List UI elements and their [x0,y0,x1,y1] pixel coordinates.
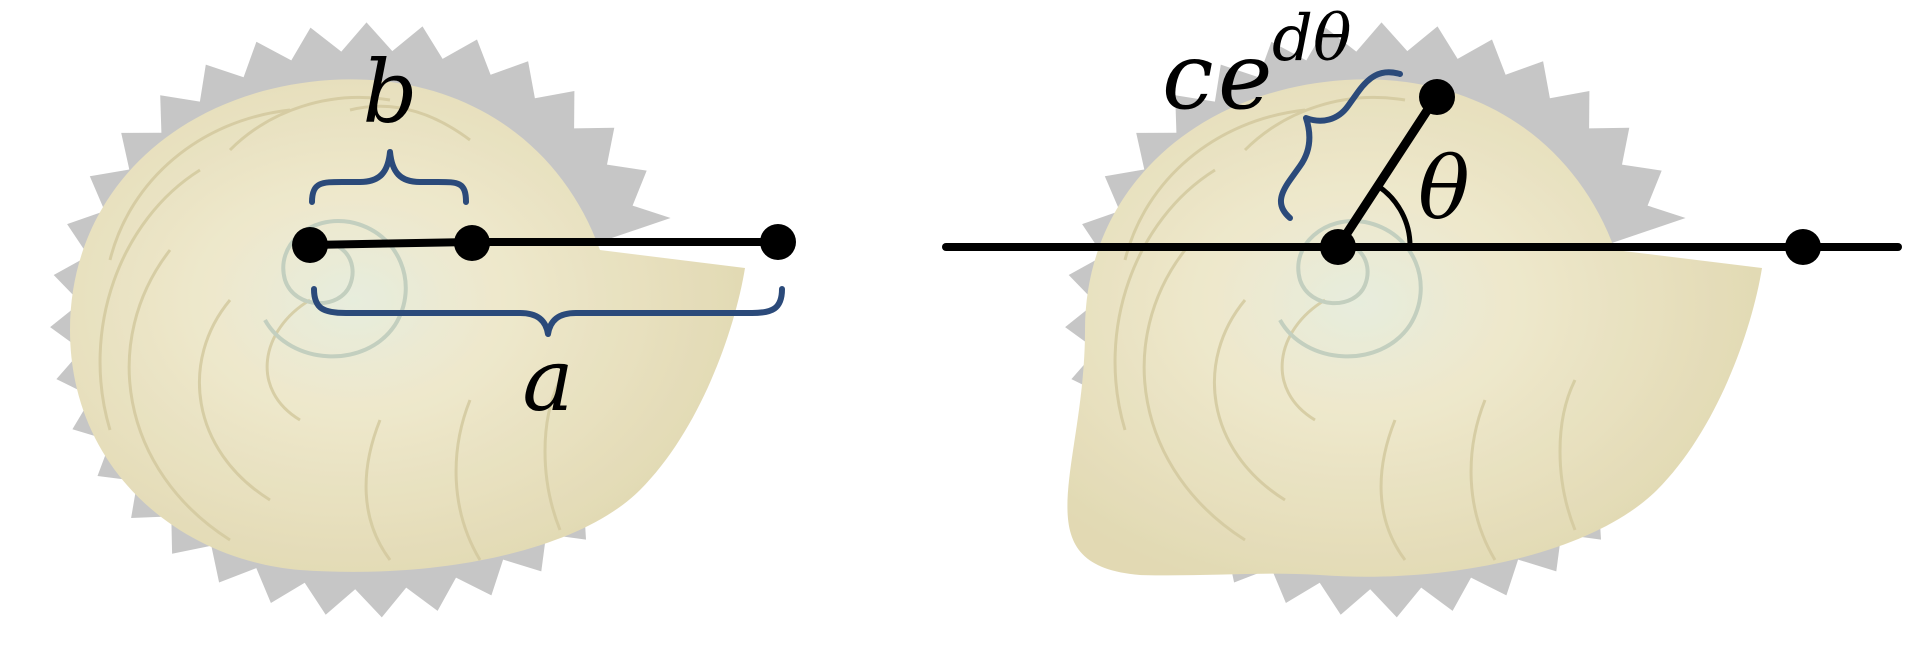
nautilus-shell-left [50,22,745,618]
shell-body-left [70,79,745,572]
brace-ray [1278,69,1403,221]
left-diagram: b a [292,43,796,431]
shell-spiral-right [1278,219,1423,359]
label-exponent: dθ [1272,2,1352,76]
label-c: c [1162,23,1214,130]
shell-chambers-left [98,96,562,561]
brace-b [309,149,469,205]
angle-arc [1376,183,1413,248]
brace-a [311,286,785,337]
shell-spiral-left [263,219,408,359]
right-diagram: c e dθ θ [942,2,1902,265]
segment-left [306,238,476,249]
label-e: e [1218,23,1272,130]
shell-body-right [1067,79,1762,577]
shell-chambers-right [1113,96,1577,561]
point-a-left [760,224,796,260]
radius-ray [1333,92,1441,252]
point-ray-end [1419,79,1455,115]
label-theta: θ [1418,139,1470,239]
label-a: a [522,331,573,431]
point-center-right [1320,229,1356,265]
point-b-left [454,225,490,261]
label-b: b [362,43,417,143]
nautilus-shell-right [1065,22,1762,618]
point-axis-right [1785,229,1821,265]
point-center-left [292,227,328,263]
